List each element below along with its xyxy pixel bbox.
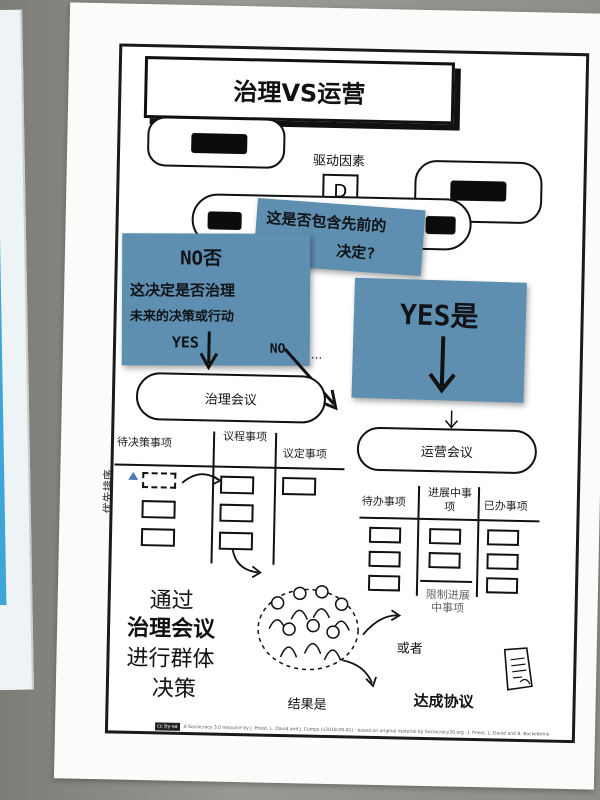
no-yes-label: YES [171, 333, 199, 352]
title-banner: 治理VS运营 [143, 56, 456, 125]
poster-title: 治理VS运营 [233, 77, 366, 109]
operations-meeting-label: 运营会议 [420, 444, 473, 461]
sticky-note-yes: YES是 [351, 277, 527, 403]
gov-card [281, 476, 317, 496]
ops-card [485, 577, 519, 594]
gov-card [141, 500, 176, 519]
gov-card [140, 528, 176, 547]
no-body-line-2: 未来的决策或行动 [129, 309, 234, 325]
neighbor-poster-stripe [0, 65, 7, 606]
small-down-arrow-icon [444, 410, 459, 429]
redacted-text [425, 215, 456, 235]
ops-card [428, 528, 462, 545]
driver-label: 驱动因素 [312, 153, 366, 170]
ops-column-todo: 待办事项 [361, 494, 406, 509]
speech-bubble-left [146, 116, 286, 169]
no-header: NO否 [180, 247, 223, 270]
governance-meeting-pill: 治理会议 [135, 371, 327, 424]
curved-arrow-icon [362, 609, 402, 636]
redacted-text [450, 180, 507, 202]
priority-arrow-icon [128, 471, 139, 480]
or-label: 或者 [396, 641, 423, 657]
result-label: 结果是 [287, 697, 327, 713]
ops-column-in-progress: 进展中事项 [427, 486, 473, 514]
governance-meeting-label: 治理会议 [204, 391, 258, 408]
license-badge: cc by-sa [154, 722, 180, 731]
down-arrow-icon [428, 336, 456, 394]
bottom-text-line-2: 治理会议 [126, 615, 216, 643]
agreement-label: 达成协议 [413, 691, 474, 712]
ops-card [368, 550, 401, 568]
gov-card [219, 503, 254, 523]
wip-limit-label: 限制进展中事项 [425, 588, 470, 615]
gov-card-dragging [142, 472, 177, 489]
ops-card [486, 553, 519, 570]
redacted-text [191, 132, 248, 155]
yes-header: YES是 [399, 298, 479, 334]
gov-column-agenda: 议程事项 [222, 429, 268, 444]
bottom-text-line-3: 进行群体 [126, 645, 215, 673]
move-card-arrow-icon [181, 473, 223, 486]
ops-card [368, 526, 402, 544]
ops-card [486, 529, 520, 546]
question-line-2: 决定? [335, 241, 376, 263]
gov-column-agreed: 议定事项 [282, 446, 327, 461]
redacted-text [207, 211, 242, 231]
ops-column-done: 已办事项 [483, 499, 528, 514]
ops-card [428, 552, 461, 569]
curved-arrow-icon [342, 659, 377, 688]
no-body-line-1: 这决定是否治理 [129, 281, 236, 300]
people-group-icon [257, 585, 359, 671]
operations-meeting-pill: 运营会议 [356, 426, 538, 475]
poster: 治理VS运营 驱动因素 D 这是否包含先前的 决定? NO否 这决定是否治理 未… [53, 2, 600, 790]
bottom-text-line-4: 决策 [151, 676, 197, 703]
gov-column-pending: 待决策事项 [116, 435, 173, 450]
ops-card [367, 574, 401, 592]
priority-label: 优先排序 [101, 469, 116, 514]
document-icon [503, 647, 533, 691]
curved-arrow-icon [231, 549, 262, 579]
question-line-1: 这是否包含先前的 [265, 208, 387, 236]
